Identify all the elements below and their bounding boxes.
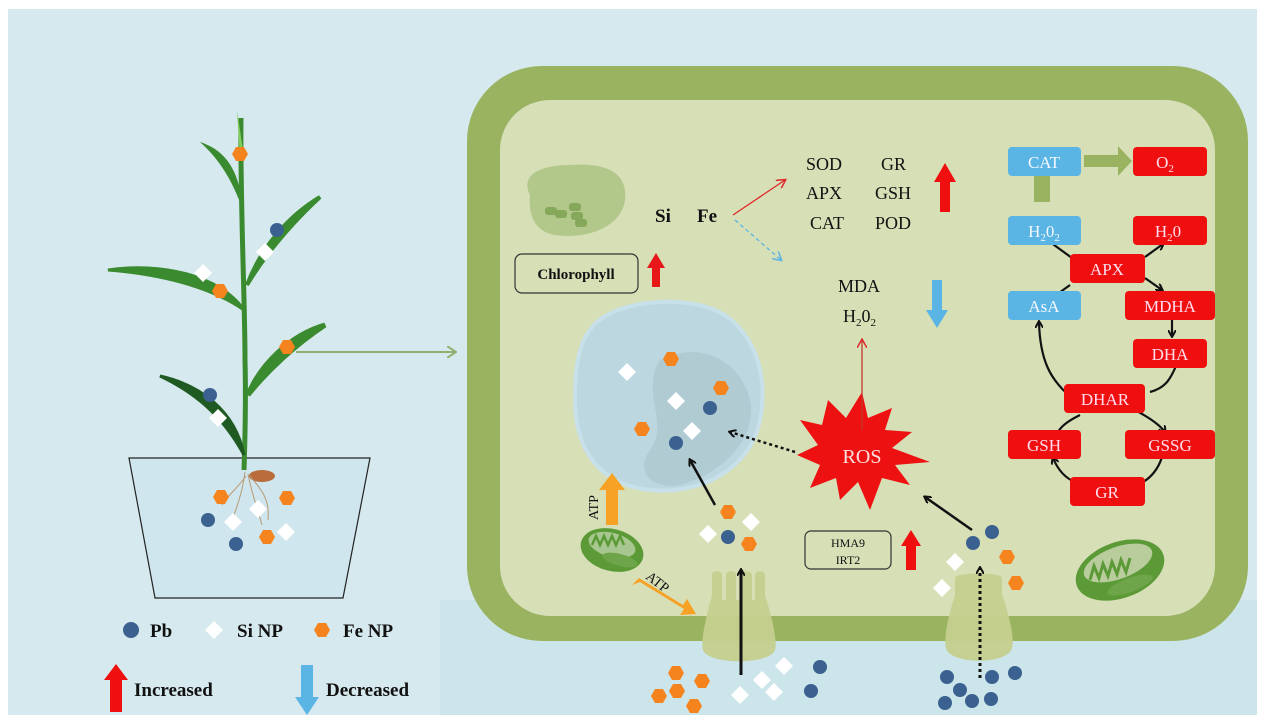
legend-si-np-label: Si NP	[237, 621, 283, 642]
particles-left-cytoplasm	[699, 505, 760, 551]
enzymes-increased-arrow-icon	[934, 163, 956, 212]
ros-to-vacuole-arrow	[730, 432, 796, 454]
legend-decreased-arrow-icon	[295, 665, 319, 715]
atp-up-label: ATP	[587, 495, 602, 520]
node-h2o: H20	[1155, 222, 1181, 244]
atp-up-arrow	[599, 473, 625, 525]
node-gr-box	[1070, 477, 1145, 506]
node-h2o-box	[1133, 216, 1207, 245]
ascorbate-glutathione-pathway: CAT O2 H202 H20 APX AsA MDHA DHA DHAR GS…	[1008, 146, 1215, 506]
enzyme-gsh: GSH	[875, 183, 911, 203]
gene-hma9: HMA9	[831, 536, 865, 550]
chlorophyll-label: Chlorophyll	[537, 267, 614, 283]
cat-to-o2-arrow	[1084, 146, 1132, 176]
h2o2-label: H202	[843, 306, 876, 329]
node-o2-box	[1133, 147, 1207, 176]
to-ros-arrow	[925, 497, 973, 532]
chlorophyll-box	[514, 253, 639, 294]
leaf-upper-right	[245, 195, 322, 287]
ros-burst: ROS	[797, 392, 930, 510]
pb-particles-plant	[201, 223, 284, 551]
seed	[249, 470, 275, 482]
mitochondrion-left	[580, 528, 644, 572]
enzyme-sod: SOD	[806, 154, 842, 174]
atp-diagonal-arrow	[632, 578, 696, 615]
node-asa-box	[1008, 291, 1081, 320]
node-mdha: MDHA	[1144, 297, 1197, 316]
node-apx-box	[1070, 254, 1145, 283]
transporter-genes-box	[804, 530, 892, 570]
plant-illustration	[107, 110, 456, 599]
mda-decreased-arrow-icon	[926, 280, 948, 328]
node-dha: DHA	[1152, 345, 1190, 364]
leaf-lower-left	[159, 374, 246, 456]
mda-label: MDA	[838, 276, 880, 296]
enzyme-cat: CAT	[810, 213, 844, 233]
legend-increased-label: Increased	[134, 680, 213, 701]
chloroplast	[527, 164, 626, 236]
transporter-left	[702, 571, 776, 662]
extracellular-particles	[651, 657, 1022, 713]
legend-pb-icon	[123, 622, 139, 638]
ros-label: ROS	[843, 446, 882, 468]
node-mdha-box	[1125, 291, 1215, 320]
si-label: Si	[655, 206, 671, 227]
enzyme-apx: APX	[806, 183, 842, 203]
legend-decreased-label: Decreased	[326, 680, 409, 701]
increase-pathway-arrow	[732, 180, 785, 216]
node-gr: GR	[1095, 483, 1119, 502]
node-dha-box	[1133, 339, 1207, 368]
node-gsh-box	[1008, 430, 1081, 459]
decrease-pathway-arrow	[734, 219, 781, 260]
node-o2: O2	[1156, 153, 1174, 175]
mitochondrion-right	[1075, 539, 1165, 601]
node-h2o2-box	[1008, 216, 1081, 245]
pot	[128, 457, 371, 599]
enzyme-pod: POD	[875, 213, 911, 233]
node-h2o2: H202	[1028, 222, 1060, 244]
node-apx: APX	[1090, 260, 1124, 279]
particles-right-cytoplasm	[933, 525, 1024, 597]
node-dhar: DHAR	[1081, 390, 1130, 409]
legend-increased-arrow-icon	[104, 664, 128, 712]
vacuole	[572, 299, 765, 493]
genes-increased-arrow-icon	[901, 530, 921, 570]
node-gssg-box	[1125, 430, 1215, 459]
gene-irt2: IRT2	[836, 553, 861, 567]
leaf-upper-left	[200, 142, 243, 210]
node-cat-box	[1008, 147, 1081, 176]
plant-stem	[238, 117, 248, 471]
node-gsh: GSH	[1027, 436, 1061, 455]
node-cat: CAT	[1028, 153, 1061, 172]
chlorophyll-increased-arrow-icon	[647, 253, 665, 287]
plant-cell: Si Fe SOD GR APX GSH CAT POD Chlorophyll…	[467, 66, 1248, 713]
legend-fe-np-label: Fe NP	[343, 621, 394, 642]
legend-pb-label: Pb	[150, 621, 172, 642]
legend: Pb Si NP Fe NP Increased Decreased	[104, 621, 409, 715]
fe-label: Fe	[697, 206, 717, 227]
cat-h2o2-connector	[1034, 172, 1050, 202]
enzyme-gr: GR	[881, 154, 906, 174]
upregulated-enzymes: SOD GR APX GSH CAT POD	[806, 154, 911, 233]
to-vacuole-arrow	[690, 460, 717, 506]
node-asa: AsA	[1028, 297, 1060, 316]
roots	[221, 471, 269, 526]
node-gssg: GSSG	[1148, 436, 1191, 455]
node-dhar-box	[1064, 384, 1145, 413]
leaf-mid-right	[245, 322, 327, 397]
